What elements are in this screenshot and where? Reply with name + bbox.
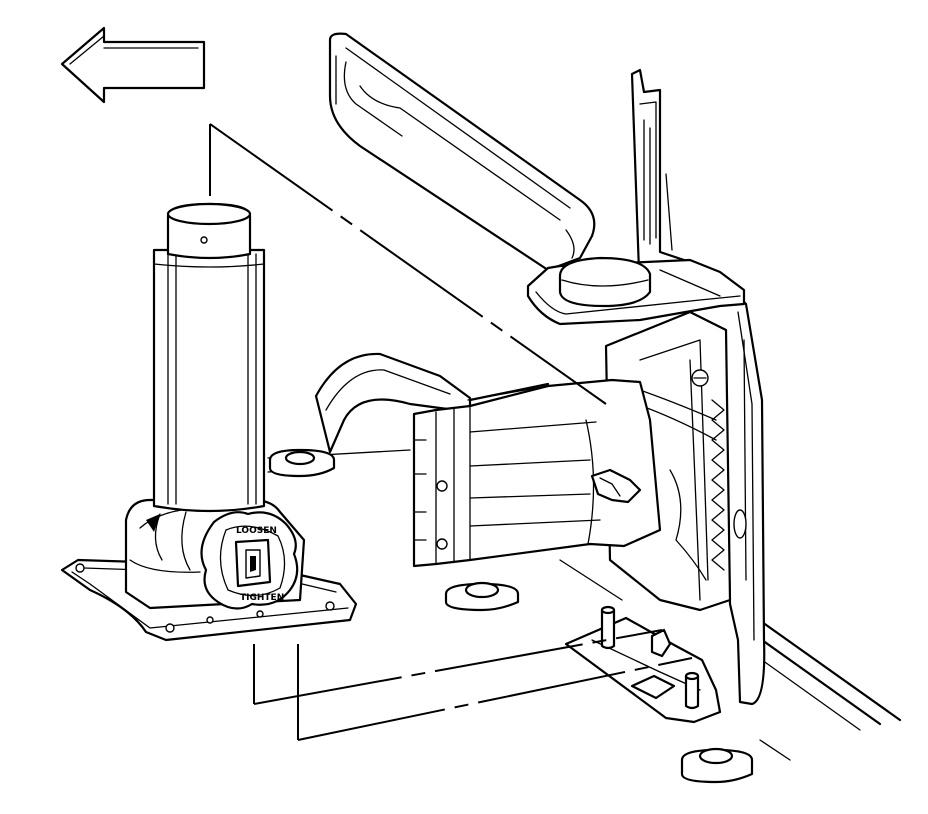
top-bracket-plate (526, 256, 746, 326)
jack-column (152, 248, 266, 513)
install-leader-cap-to-bracket (209, 123, 607, 405)
floor-stud (680, 747, 754, 784)
floor-stud (268, 448, 336, 478)
floor-panel (267, 449, 902, 761)
wheel-wrench-handle (328, 32, 596, 272)
retaining-bracket (630, 68, 766, 706)
jack-knob: LOOSEN TIGHTEN (200, 511, 299, 610)
floor-mounting-bracket (564, 605, 722, 724)
arrow-left-icon (60, 26, 206, 104)
knob-loosen-label: LOOSEN (236, 526, 277, 536)
floor-stud (444, 581, 520, 612)
jack-top-cap (166, 202, 252, 260)
install-leader-base-to-studs (253, 629, 693, 741)
knob-tighten-label: TIGHTEN (240, 593, 284, 603)
jack-mounting-tube (314, 352, 662, 568)
